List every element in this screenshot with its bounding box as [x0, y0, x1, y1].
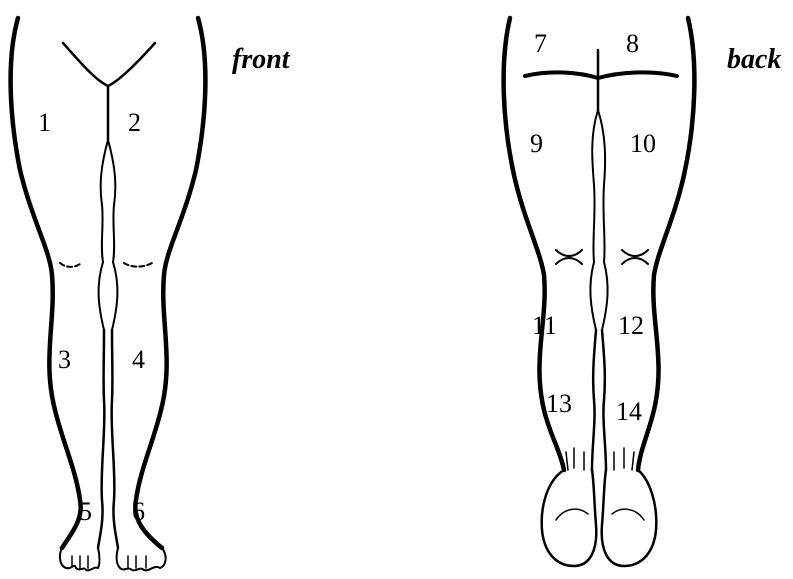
- front-region-5-label: 5: [79, 497, 92, 526]
- front-crotch-curve: [63, 43, 155, 86]
- back-gluteal-fold: [525, 72, 677, 78]
- back-region-12-label: 12: [618, 311, 644, 340]
- front-inner-shin-left: [112, 330, 118, 548]
- back-inner-calf-right: [592, 330, 596, 470]
- back-right-foot: [542, 470, 597, 566]
- back-knee-crease-right: [556, 250, 582, 264]
- front-region-2-label: 2: [128, 108, 141, 137]
- back-region-10-label: 10: [630, 129, 656, 158]
- back-inner-thigh-left: [598, 110, 605, 262]
- back-region-13-label: 13: [546, 389, 572, 418]
- back-inner-knee-right: [590, 262, 596, 330]
- back-view-figure: [504, 18, 695, 566]
- back-right-heel-detail: [556, 509, 588, 520]
- front-region-3-label: 3: [58, 345, 71, 374]
- front-knee-mark-right: [60, 263, 80, 267]
- back-right-ankle-marks: [566, 448, 584, 470]
- front-left-foot: [117, 548, 166, 570]
- back-inner-thigh-right: [592, 110, 598, 262]
- back-view-label: back: [727, 44, 781, 75]
- back-region-7-label: 7: [534, 29, 547, 58]
- front-left-leg-outline: [135, 18, 205, 548]
- back-region-14-label: 14: [616, 397, 642, 426]
- front-region-4-label: 4: [132, 345, 145, 374]
- front-inner-thigh-left: [108, 140, 115, 262]
- front-inner-knee-right: [99, 262, 104, 330]
- front-knee-mark-left: [124, 262, 154, 267]
- back-inner-calf-left: [602, 330, 606, 470]
- back-left-ankle-marks: [614, 448, 634, 470]
- back-region-9-label: 9: [530, 129, 543, 158]
- back-inner-knee-left: [602, 262, 608, 330]
- front-region-6-label: 6: [132, 497, 145, 526]
- front-inner-shin-right: [98, 330, 104, 548]
- back-region-8-label: 8: [626, 29, 639, 58]
- front-region-1-label: 1: [38, 108, 51, 137]
- back-region-11-label: 11: [532, 311, 557, 340]
- back-knee-crease-left: [622, 250, 648, 264]
- back-left-heel-detail: [612, 509, 644, 520]
- back-left-leg-outline: [638, 18, 694, 470]
- front-right-leg-outline: [11, 18, 81, 548]
- front-view-figure: [11, 18, 206, 570]
- front-left-toes: [128, 556, 146, 568]
- back-left-foot: [602, 470, 657, 566]
- front-view-label: front: [232, 44, 291, 75]
- front-inner-knee-left: [112, 262, 117, 330]
- front-inner-thigh-right: [101, 140, 108, 262]
